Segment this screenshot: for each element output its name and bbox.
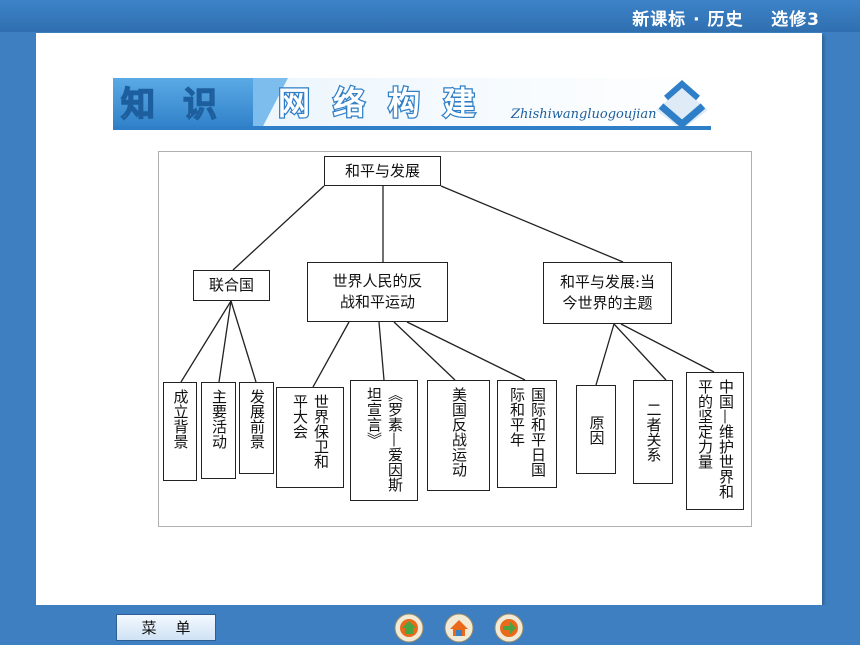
- prev-page-icon[interactable]: [394, 613, 424, 643]
- branch-node-peace-movement: 世界人民的反 战和平运动: [307, 262, 448, 322]
- banner-char: 网: [278, 84, 310, 122]
- leaf-node: 发展前景: [239, 382, 274, 474]
- leaf-node: 美国反战运动: [427, 380, 490, 491]
- leaf-node: 成立背景: [163, 382, 197, 481]
- leaf-node: 原因: [576, 385, 616, 474]
- branch-label: 战和平运动: [339, 293, 415, 311]
- leaf-node: 《罗素—爱因斯坦宣言》: [350, 380, 418, 501]
- branch-label: 联合国: [208, 276, 254, 294]
- banner-char: 知: [121, 85, 155, 125]
- branch-node-theme: 和平与发展:当 今世界的主题: [543, 262, 672, 324]
- leaf-node: 中国—维护世界和平的坚定力量: [686, 372, 744, 510]
- banner-char: 建: [443, 84, 475, 122]
- top-bar: 新课标 · 历史 选修3: [0, 0, 860, 32]
- leaf-node: 二者关系: [633, 380, 673, 484]
- home-icon[interactable]: [444, 613, 474, 643]
- branch-label: 和平与发展:当: [559, 273, 656, 291]
- branch-node-un: 联合国: [193, 270, 270, 301]
- section-banner: 知 识 网 络 构 建 Zhishiwangluogoujian: [113, 78, 711, 130]
- banner-char: 识: [183, 85, 217, 125]
- branch-label: 今世界的主题: [562, 294, 653, 312]
- leaf-node: 主要活动: [201, 382, 236, 479]
- banner-char: 络: [333, 84, 365, 122]
- leaf-node: 国际和平日国际和平年: [497, 380, 557, 488]
- banner-pinyin: Zhishiwangluogoujian: [510, 107, 657, 122]
- branch-label: 世界人民的反: [332, 272, 423, 290]
- connector-lines: [180, 185, 715, 388]
- root-node: 和平与发展: [324, 156, 441, 186]
- banner-char: 构: [388, 84, 420, 122]
- root-label: 和平与发展: [344, 161, 420, 180]
- banner-arrow-icon: [656, 80, 708, 130]
- knowledge-network-diagram: 和平与发展 联合国 世界人民的反 战和平运动 和平与发展:当 今世界的主题 成立…: [158, 151, 752, 527]
- menu-button[interactable]: 菜 单: [116, 614, 216, 641]
- next-page-icon[interactable]: [494, 613, 524, 643]
- course-title: 新课标 · 历史 选修3: [632, 10, 820, 30]
- leaf-node: 世界保卫和平大会: [276, 387, 344, 488]
